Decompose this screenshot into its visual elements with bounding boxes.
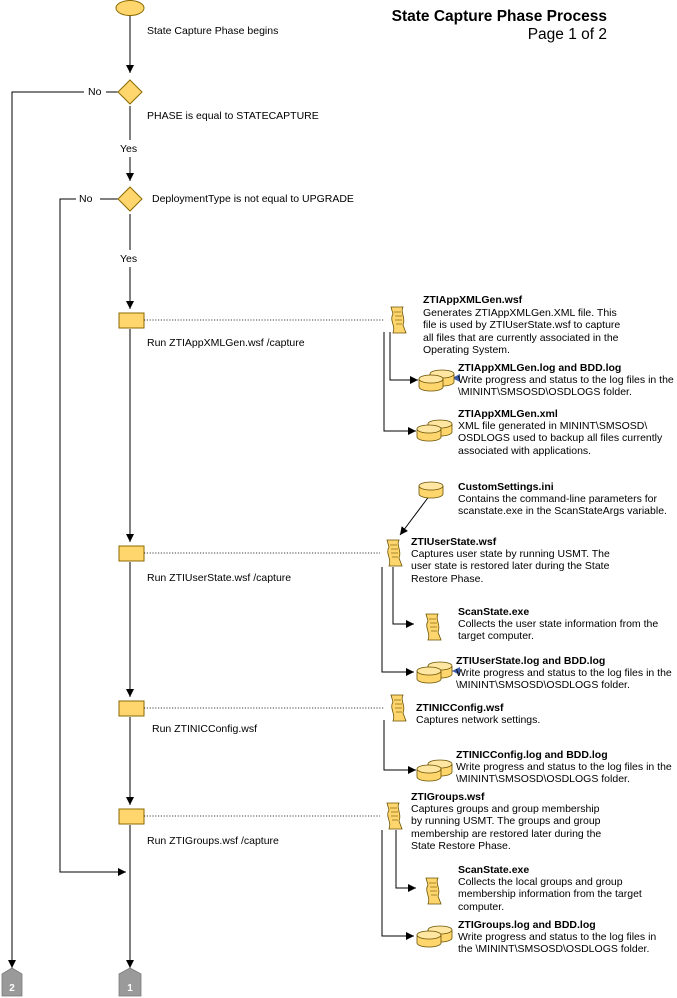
step-label-groups: Run ZTIGroups.wsf /capture bbox=[147, 835, 279, 847]
no-line-1 bbox=[8, 91, 84, 968]
script-icon bbox=[390, 306, 407, 334]
decision1-yes-label: Yes bbox=[120, 143, 138, 155]
offpage-connector-2 bbox=[1, 967, 23, 997]
note-text: Captures network settings. bbox=[416, 714, 541, 726]
branch-line bbox=[389, 332, 418, 384]
branch-line bbox=[383, 332, 416, 435]
ini-file-icon bbox=[418, 481, 444, 499]
connector-1-label: 1 bbox=[127, 983, 133, 994]
process-box-appxmlgen bbox=[118, 312, 145, 329]
note-text: Contains the command-line parameters for… bbox=[458, 493, 667, 518]
decision1-label: PHASE is equal to STATECAPTURE bbox=[147, 110, 319, 122]
start-terminator bbox=[115, 0, 145, 16]
process-box-userstate bbox=[118, 545, 145, 562]
note-title: ZTINICConfig.log and BDD.log bbox=[456, 749, 608, 761]
note-title: ScanState.exe bbox=[458, 864, 530, 876]
note-title: ZTIAppXMLGen.xml bbox=[458, 408, 558, 420]
step-label-nicconfig: Run ZTINICConfig.wsf bbox=[152, 723, 258, 735]
decision-deploymenttype-diamond bbox=[117, 186, 143, 212]
decision2-label: DeploymentType is not equal to UPGRADE bbox=[152, 193, 354, 205]
process-box-nicconfig bbox=[118, 700, 145, 717]
branch-line bbox=[381, 830, 414, 940]
note-title: ScanState.exe bbox=[458, 606, 530, 618]
start-label: State Capture Phase begins bbox=[147, 25, 279, 37]
branch-line bbox=[392, 567, 414, 628]
log-file-icon bbox=[419, 370, 454, 391]
script-icon bbox=[386, 802, 403, 830]
log-file-icon bbox=[417, 662, 452, 683]
note-text: Write progress and status to the log fil… bbox=[456, 667, 672, 692]
note-text: Generates ZTIAppXMLGen.XML file. This fi… bbox=[423, 307, 621, 357]
branch-line bbox=[395, 830, 416, 892]
note-title: ZTIUserState.wsf bbox=[411, 536, 497, 548]
decision1-no-label: No bbox=[88, 86, 102, 98]
note-text: Captures user state by running USMT. The… bbox=[411, 548, 610, 585]
script-icon bbox=[425, 877, 442, 905]
step-label-userstate: Run ZTIUserState.wsf /capture bbox=[147, 572, 292, 584]
note-title: ZTIAppXMLGen.log and BDD.log bbox=[458, 362, 622, 374]
step-label-appxmlgen: Run ZTIAppXMLGen.wsf /capture bbox=[147, 337, 305, 349]
note-text: XML file generated in MININT\SMSOSD\ OSD… bbox=[458, 420, 663, 457]
script-icon bbox=[425, 613, 442, 641]
note-text: Captures groups and group membership by … bbox=[411, 803, 602, 853]
diagram-title-block: State Capture Phase Process Page 1 of 2 bbox=[392, 8, 607, 44]
note-text: Write progress and status to the log fil… bbox=[456, 761, 672, 786]
process-box-groups bbox=[118, 808, 145, 825]
script-icon bbox=[390, 694, 407, 722]
xml-file-icon bbox=[417, 420, 452, 441]
note-title: ZTIUserState.log and BDD.log bbox=[456, 655, 606, 667]
note-title: CustomSettings.ini bbox=[458, 481, 554, 493]
diagram-title: State Capture Phase Process bbox=[391, 8, 607, 25]
branch-line bbox=[381, 567, 414, 676]
note-text: Collects the local groups and group memb… bbox=[458, 876, 642, 913]
note-title: ZTIGroups.wsf bbox=[411, 791, 485, 803]
note-text: Write progress and status to the log fil… bbox=[458, 931, 657, 956]
offpage-connector-1 bbox=[118, 967, 142, 997]
note-text: Collects the user state information from… bbox=[458, 618, 659, 643]
decision2-yes-label: Yes bbox=[120, 253, 138, 265]
script-icon bbox=[386, 539, 403, 567]
branch-line bbox=[399, 494, 431, 536]
branch-line bbox=[383, 720, 416, 774]
no-line-2 bbox=[59, 198, 126, 876]
note-title: ZTIAppXMLGen.wsf bbox=[423, 294, 523, 306]
decision2-no-label: No bbox=[79, 193, 93, 205]
diagram-subtitle: Page 1 of 2 bbox=[527, 26, 607, 43]
note-title: ZTIGroups.log and BDD.log bbox=[458, 919, 596, 931]
note-text: Write progress and status to the log fil… bbox=[458, 374, 674, 399]
log-file-icon bbox=[417, 760, 452, 781]
note-title: ZTINICConfig.wsf bbox=[416, 702, 504, 714]
log-file-icon bbox=[417, 926, 452, 947]
connector-2-label: 2 bbox=[9, 983, 15, 994]
decision-phase-diamond bbox=[117, 79, 143, 105]
